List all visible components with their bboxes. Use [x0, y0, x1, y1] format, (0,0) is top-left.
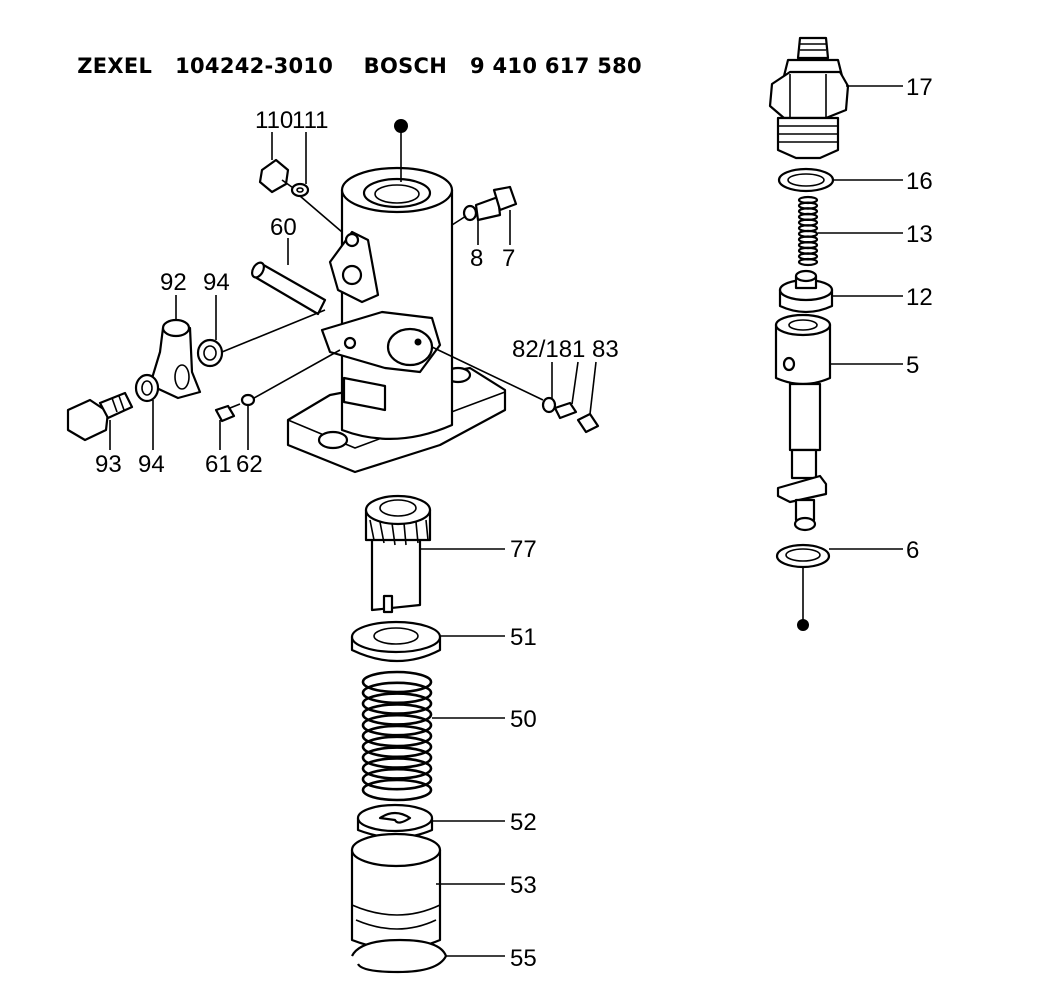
spring-coil	[361, 757, 433, 780]
label-94-upper: 94	[203, 269, 230, 296]
part-110-bolt	[258, 132, 297, 194]
spring-coil	[361, 692, 433, 715]
part-51-upper-spring-seat	[350, 620, 505, 663]
part-83-screw	[576, 361, 600, 434]
part-82-181-washer	[431, 346, 579, 420]
label-16: 16	[906, 168, 933, 195]
label-5: 5	[906, 352, 919, 379]
part-17-delivery-valve-holder	[768, 36, 903, 160]
label-94-lower: 94	[138, 451, 165, 478]
part-61-screw	[214, 403, 241, 450]
part-55-circlip	[351, 938, 505, 974]
part-8-washer	[451, 204, 479, 245]
part-12-delivery-valve	[778, 269, 903, 314]
bosch-part-number: 9 410 617 580	[470, 54, 642, 78]
spring-coil	[361, 778, 433, 802]
label-61: 61	[205, 451, 232, 478]
part-111-washer	[290, 132, 343, 233]
spring-coil	[361, 713, 433, 737]
part-6-washer	[775, 543, 903, 625]
spring-coil	[361, 681, 433, 705]
spring-coil	[361, 735, 433, 759]
label-92: 92	[160, 269, 187, 296]
zexel-part-number: 104242-3010	[175, 54, 334, 78]
brand-zexel: ZEXEL	[77, 54, 153, 78]
part-16-gasket	[777, 167, 903, 193]
diagram-header: ZEXEL 104242-3010 BOSCH 9 410 617 580	[62, 30, 642, 78]
part-50-plunger-spring	[361, 670, 433, 802]
part-92-banjo-fitting	[148, 295, 202, 400]
label-62: 62	[236, 451, 263, 478]
label-83: 83	[592, 336, 619, 363]
spring-coil	[361, 724, 433, 748]
label-55: 55	[510, 945, 537, 972]
label-82-181: 82/181	[512, 336, 585, 363]
part-94-washer-upper	[196, 295, 326, 368]
label-53: 53	[510, 872, 537, 899]
label-77: 77	[510, 536, 537, 563]
label-6: 6	[906, 537, 919, 564]
spring-coil	[361, 746, 433, 769]
label-13: 13	[906, 221, 933, 248]
part-77-control-sleeve	[364, 494, 505, 614]
label-93: 93	[95, 451, 122, 478]
label-12: 12	[906, 284, 933, 311]
spring-coil	[361, 703, 433, 726]
part-60-rod	[251, 238, 327, 316]
part-13-valve-spring	[797, 195, 819, 267]
label-111: 111	[292, 107, 328, 134]
label-60: 60	[270, 214, 297, 241]
part-7-screw	[474, 185, 518, 245]
label-17: 17	[906, 74, 933, 101]
label-110: 110	[255, 107, 293, 134]
top-reference-dot	[394, 119, 408, 182]
part-labels: 110 111 60 92 94 8 7 93 94 61 62 82/181 …	[95, 74, 933, 972]
part-5-plunger-barrel	[774, 313, 903, 532]
label-51: 51	[510, 624, 537, 651]
spring-coil	[361, 767, 433, 791]
part-94-washer-lower	[134, 373, 160, 450]
part-93-banjo-bolt	[66, 391, 134, 450]
part-52-lower-spring-seat	[356, 803, 505, 839]
label-7: 7	[502, 245, 515, 272]
spring-coil	[797, 257, 819, 267]
label-52: 52	[510, 809, 537, 836]
brand-bosch: BOSCH	[363, 54, 448, 78]
label-50: 50	[510, 706, 537, 733]
part-62-washer	[240, 349, 341, 450]
part-53-tappet	[350, 832, 505, 951]
spring-coil	[361, 670, 433, 694]
pump-housing	[286, 166, 507, 474]
label-8: 8	[470, 245, 483, 272]
bottom-reference-dot	[797, 619, 809, 631]
